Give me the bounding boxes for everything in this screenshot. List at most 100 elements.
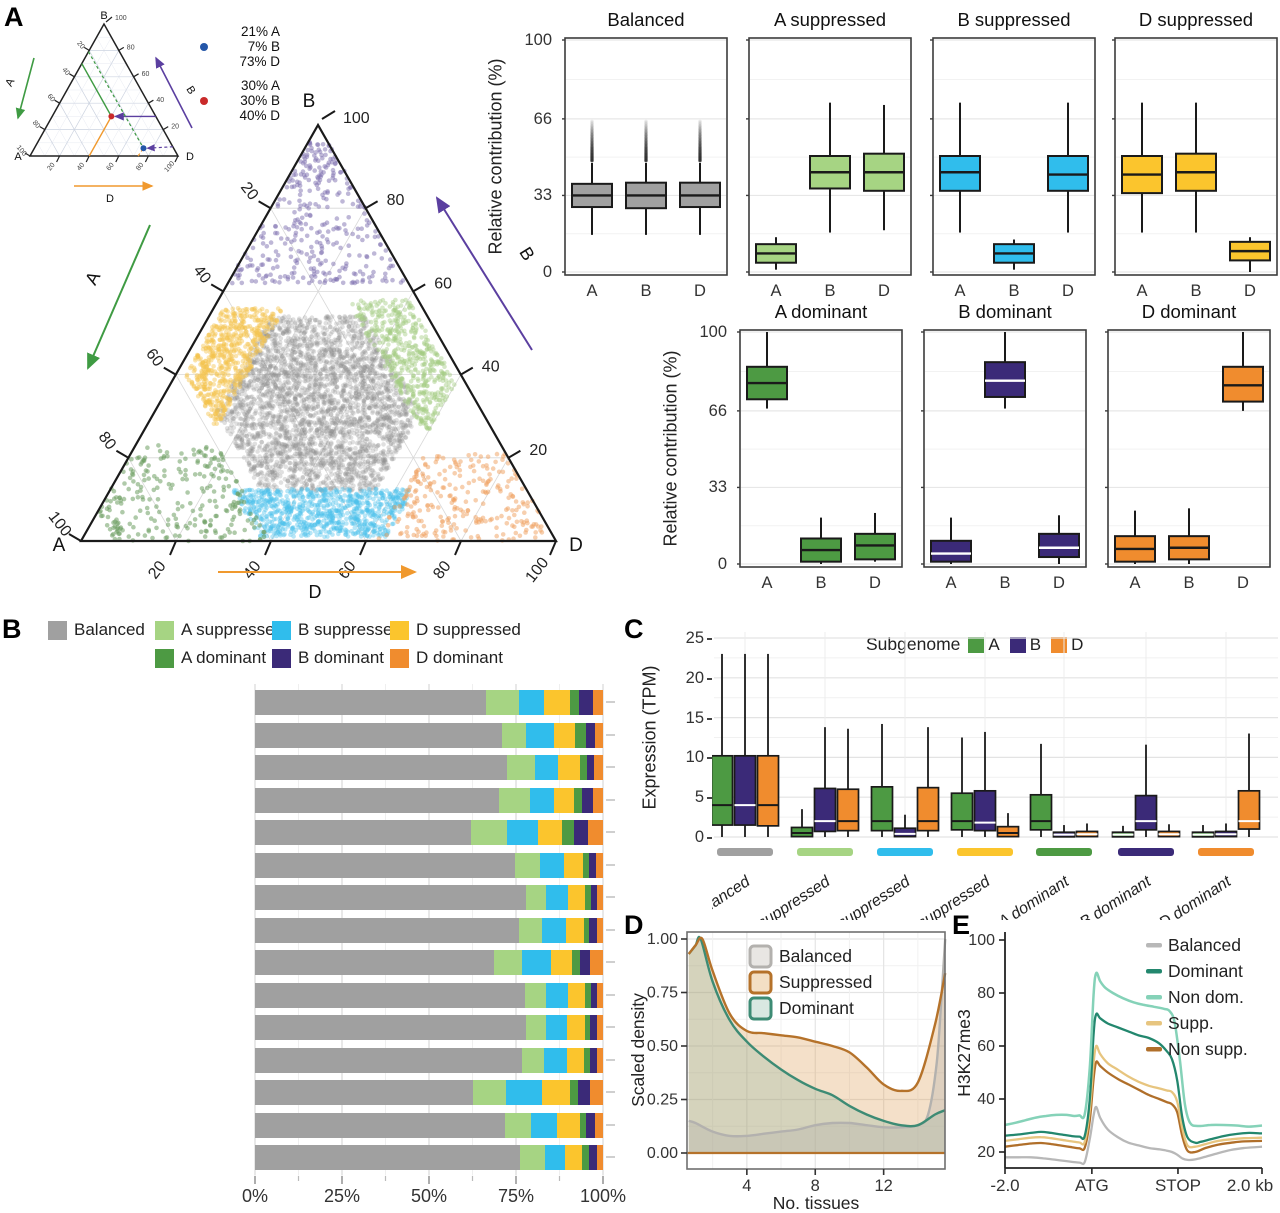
tissue-bar-row (255, 852, 603, 878)
bar-segment-b_dominant (585, 722, 596, 748)
h3k-legend-swatch-icon (1146, 943, 1162, 948)
panel-b-label: B (2, 614, 22, 644)
legend-item-b_dominant: B dominant (272, 648, 384, 668)
bar-segment-d_dominant (596, 1015, 603, 1040)
bar-segment-b_suppressed (545, 885, 568, 910)
row-tick (606, 798, 615, 801)
inset-a-axis-arrow (15, 57, 35, 120)
tissue-bar-row (255, 1145, 603, 1170)
bar-segment-d_dominant (588, 820, 603, 845)
expression-ytickmark (707, 837, 712, 839)
boxpanel-xcat: D (1053, 574, 1065, 592)
bar-segment-a_dominant (585, 982, 591, 1008)
legend-item-a_suppressed: A suppressed (155, 620, 284, 640)
bar-segment-b_dominant (590, 982, 598, 1008)
bar-segment-a_suppressed (486, 690, 520, 715)
bar-segment-a_dominant (579, 755, 587, 780)
tissue-bar-row (255, 885, 603, 910)
bar-segment-d_dominant (597, 917, 603, 943)
h3k27me3-axis-title: H3K27me3 (958, 1009, 974, 1097)
bar-segment-d_suppressed (557, 755, 580, 780)
bar-segment-b_dominant (582, 787, 594, 813)
bar-segment-b_suppressed (526, 722, 555, 748)
boxpanel-xcat: D (878, 282, 890, 300)
row-tick (606, 993, 615, 996)
legend-label: B dominant (298, 648, 384, 667)
a-axis-arrow (87, 224, 151, 370)
bar-segment-b_dominant (589, 917, 598, 943)
inset-red-point (108, 113, 115, 120)
bar-segment-b_suppressed (535, 755, 558, 780)
h3k-line-dominant (1004, 1012, 1263, 1145)
svg-text:40: 40 (76, 162, 86, 173)
bar-segment-b_dominant (586, 1112, 595, 1138)
rel-contrib-ytick: 66 (533, 109, 552, 128)
svg-text:D: D (106, 193, 114, 205)
bar-segment-d_suppressed (564, 1145, 582, 1170)
rel-contrib-ytick: 33 (533, 186, 552, 205)
boxpanel-xcat: D (1062, 282, 1074, 300)
bar-segment-d_dominant (597, 885, 603, 910)
legend-label: B suppressed (298, 620, 402, 639)
boxpanel-title: B dominant (958, 301, 1052, 322)
bar-segment-d_suppressed (543, 690, 570, 715)
b-axis-arrow (435, 196, 533, 351)
expression-ytick: 5 (694, 788, 704, 807)
category-strip-b_dominant (1118, 848, 1174, 856)
rel-contrib-ytick: 66 (708, 401, 727, 420)
region-a_suppressed (350, 297, 457, 432)
h3k-line-supp- (1004, 1044, 1263, 1149)
svg-text:40: 40 (156, 97, 164, 104)
legend-dot-icon (200, 42, 208, 51)
row-tick (606, 1026, 615, 1028)
h3k-line-non-supp- (1004, 1060, 1263, 1154)
bar-segment-balanced (255, 690, 487, 715)
bar-segment-balanced (255, 1047, 522, 1073)
legend-swatch-icon (390, 620, 409, 640)
legend-label: Balanced (74, 620, 145, 639)
legend-swatch-icon (155, 648, 174, 668)
bar-segment-d_dominant (590, 950, 603, 975)
bar-segment-a_dominant (581, 1145, 590, 1170)
boxpanel-xcat: D (869, 574, 881, 592)
bar-segment-a_dominant (575, 722, 586, 748)
tissue-bar-row (255, 755, 603, 780)
row-tick (606, 831, 615, 833)
region-b_suppressed (231, 486, 411, 540)
expression-ytick: 25 (685, 629, 704, 647)
bar-segment-b_dominant (574, 820, 589, 845)
bar-segment-d_dominant (596, 852, 603, 878)
bar-segment-d_suppressed (541, 1080, 570, 1105)
category-strip-a_suppressed (797, 848, 853, 856)
boxpanel-title: Balanced (607, 9, 685, 30)
svg-text:60: 60 (46, 93, 56, 104)
boxpanel-title: D suppressed (1138, 9, 1254, 30)
svg-text:40: 40 (60, 67, 70, 78)
svg-text:20: 20 (75, 40, 85, 51)
bar-segment-d_dominant (593, 787, 603, 813)
svg-text:A: A (4, 76, 18, 89)
bar-segment-b_dominant (578, 690, 593, 715)
boxpanel-xcat: A (954, 282, 966, 300)
svg-text:80: 80 (135, 162, 145, 173)
panel-a-label: A (4, 2, 24, 32)
svg-text:60: 60 (105, 162, 115, 173)
bar-segment-balanced (255, 885, 527, 910)
region-d_dominant (376, 451, 545, 543)
bar-segment-a_suppressed (515, 852, 540, 878)
b-axis-ticklabel: 0% (241, 1185, 269, 1206)
rel-contrib-ytick: 100 (524, 31, 552, 49)
bar-segment-a_suppressed (504, 1112, 532, 1138)
expression-ytick: 0 (694, 828, 704, 846)
bar-segment-d_dominant (597, 1047, 603, 1073)
rel-contrib-ytick: 0 (717, 555, 727, 573)
legend-item-b_suppressed: B suppressed (272, 620, 402, 640)
rel-contrib-ytick: 0 (542, 263, 552, 281)
bar-segment-balanced (255, 950, 495, 975)
bar-segment-b_suppressed (539, 852, 564, 878)
h3k-legend-swatch-icon (1146, 969, 1162, 974)
